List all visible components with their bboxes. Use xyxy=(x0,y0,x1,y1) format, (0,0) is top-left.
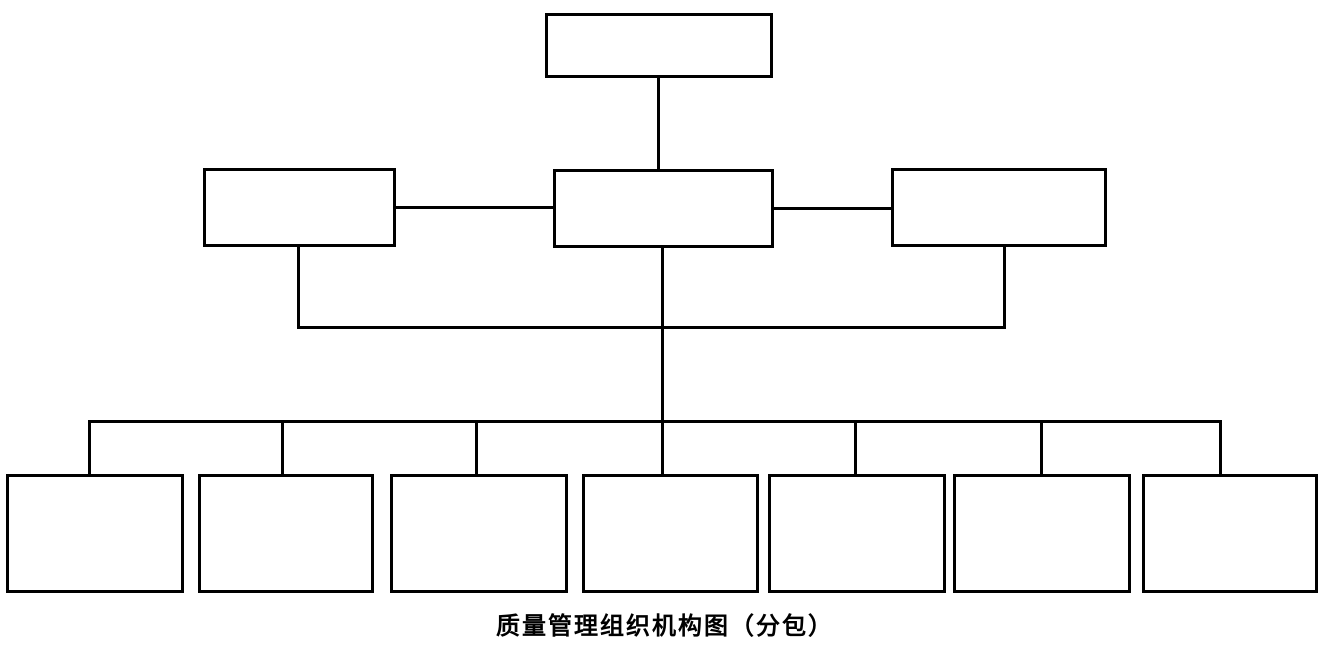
connector-top-to-center xyxy=(657,78,660,169)
connector-distribution-bus xyxy=(88,420,1222,423)
org-node-mid-right xyxy=(891,168,1107,247)
connector-right-drop xyxy=(1003,247,1006,329)
connector-left-drop xyxy=(297,247,300,329)
connector-drop-bottom-3 xyxy=(475,423,478,474)
connector-center-to-right xyxy=(774,207,891,210)
connector-left-to-center xyxy=(396,206,553,209)
org-node-bottom-5 xyxy=(768,474,946,593)
diagram-caption: 质量管理组织机构图（分包） xyxy=(496,614,834,640)
connector-center-trunk xyxy=(661,248,664,474)
org-node-bottom-1 xyxy=(6,474,184,593)
org-node-mid-left xyxy=(203,168,396,247)
connector-drop-bottom-7 xyxy=(1219,423,1222,474)
connector-drop-bottom-6 xyxy=(1040,423,1043,474)
org-node-bottom-3 xyxy=(390,474,568,593)
org-node-bottom-2 xyxy=(198,474,374,593)
org-node-bottom-4 xyxy=(582,474,759,593)
connector-bridge xyxy=(297,326,1006,329)
connector-drop-bottom-5 xyxy=(854,423,857,474)
connector-drop-bottom-2 xyxy=(281,423,284,474)
connector-drop-bottom-1 xyxy=(88,423,91,474)
org-node-top xyxy=(545,13,773,78)
org-node-bottom-7 xyxy=(1142,474,1318,593)
org-node-bottom-6 xyxy=(953,474,1131,593)
org-node-mid-center xyxy=(553,169,774,248)
